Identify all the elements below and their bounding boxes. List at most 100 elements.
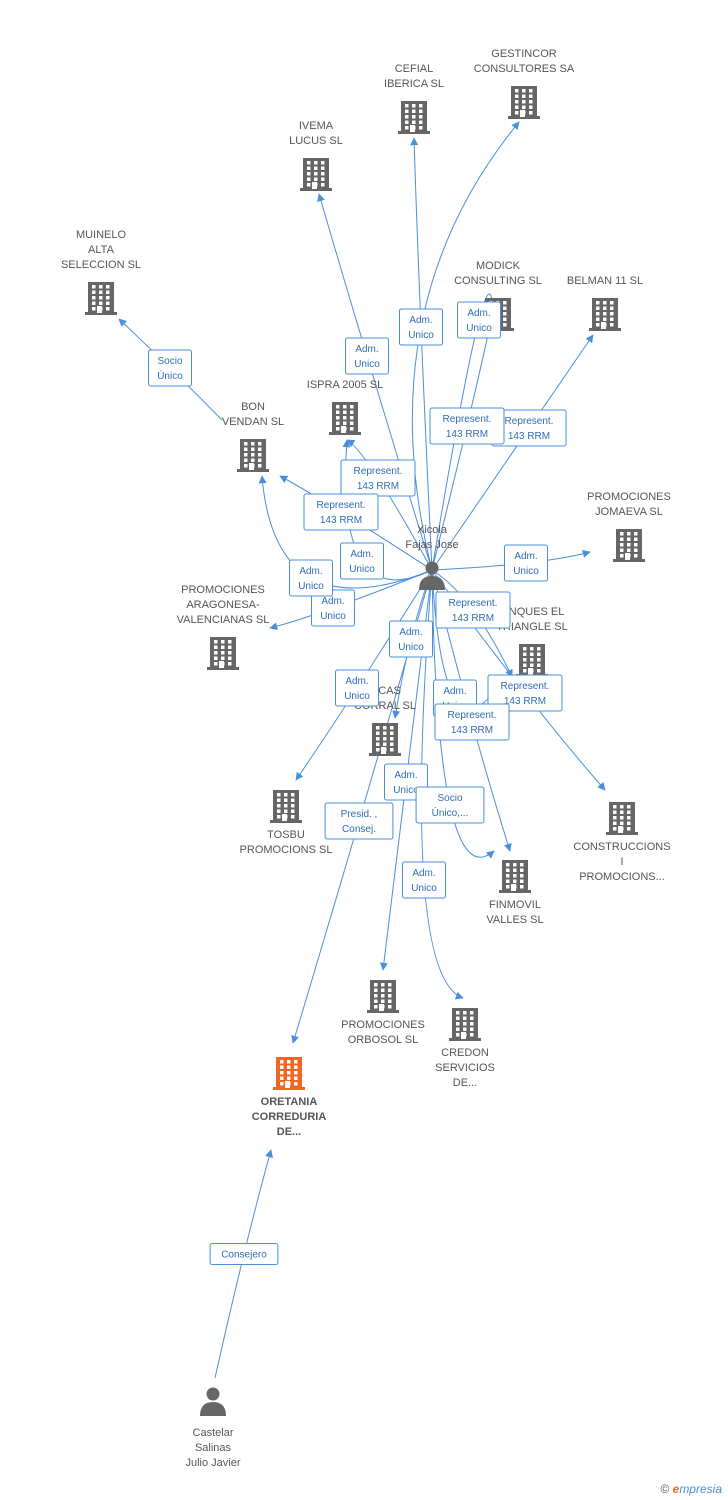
edge-label-text: Adm.: [412, 868, 435, 879]
edge-label-text: Adm.: [350, 549, 373, 560]
edge-label-text: 143 RRM: [451, 725, 493, 736]
edge-label-text: Adm.: [409, 315, 432, 326]
node-label: CEFIAL: [395, 63, 434, 75]
edge-label-text: 143 RRM: [452, 613, 494, 624]
building-icon: [508, 86, 540, 119]
edge-label-xicola-jomaeva[interactable]: Adm. Unico: [504, 544, 548, 582]
edge-label-text: Adm.: [345, 676, 368, 687]
building-icon: [329, 402, 361, 435]
edge-label-text: Unico: [344, 691, 370, 702]
node-label: PROMOCIONS...: [579, 871, 665, 883]
node-tosbu[interactable]: TOSBU PROMOCIONS SL: [240, 790, 333, 856]
building-icon: [207, 637, 239, 670]
building-icon: [270, 790, 302, 823]
edge-label-text: Represent.: [448, 710, 497, 721]
edge-label-xicola-triangle[interactable]: Represent.143 RRM: [435, 591, 511, 629]
edge-label-text: Adm.: [443, 686, 466, 697]
edge-label-text: Represent.: [501, 681, 550, 692]
building-icon: [589, 298, 621, 331]
node-label: IVEMA: [299, 120, 334, 132]
edge-label-text: Socio: [157, 356, 182, 367]
edge-label-text: 143 RRM: [446, 429, 488, 440]
brand-name: mpresia: [679, 1482, 722, 1496]
node-label: SELECCION SL: [61, 259, 141, 271]
node-label: TRIANGLE SL: [496, 621, 568, 633]
node-label: Xicola: [417, 524, 448, 536]
person-icon: [200, 1387, 226, 1416]
building-icon: [398, 101, 430, 134]
node-credon[interactable]: CREDONSERVICIOSDE...: [435, 1008, 495, 1089]
edge-label-xicola-construccions[interactable]: Represent.143 RRM: [487, 674, 563, 712]
edge-label-xicola-credon[interactable]: Adm. Unico: [402, 861, 446, 899]
edge-label-text: Único: [157, 369, 183, 382]
edge-label-text: Represent.: [443, 414, 492, 425]
node-oretania[interactable]: ORETANIACORREDURIADE...: [252, 1057, 327, 1138]
edge-label-xicola-finmovil[interactable]: SocioÚnico,...: [415, 786, 485, 824]
edge-label-xicola-modick[interactable]: Represent. 143 RRM: [429, 407, 505, 445]
node-label: I: [620, 856, 623, 868]
edge-label-xicola-bonvendan[interactable]: Represent.143 RRM: [303, 493, 379, 531]
building-icon: [449, 1008, 481, 1041]
edge-label-xicola-ivema[interactable]: Adm.Unico: [345, 337, 389, 375]
edge-label-xicola-aragonesa[interactable]: Adm.Unico: [311, 589, 355, 627]
node-label: GESTINCOR: [491, 48, 556, 60]
edge-label-xicola-oretania[interactable]: Presid. , Consej.: [324, 802, 394, 840]
edge-label-text: Consej.: [342, 824, 376, 835]
edge-label-xicola-tosbu[interactable]: Adm. Unico: [335, 669, 379, 707]
node-label: CREDON: [441, 1047, 489, 1059]
node-label: TOSBU: [267, 829, 305, 841]
edge-label-text: Unico: [354, 359, 380, 370]
building-icon: [273, 1057, 305, 1090]
edge-label-text: Socio: [437, 793, 462, 804]
building-icon: [606, 802, 638, 835]
node-label: ALTA: [88, 244, 115, 256]
edge-label-text: Consejero: [221, 1250, 267, 1261]
building-icon: [516, 644, 548, 677]
node-label: DE...: [453, 1077, 477, 1089]
edge-label-xicola-cefial[interactable]: Adm.Unico: [399, 308, 443, 346]
edge-label-text: Unico: [513, 566, 539, 577]
brand-footer[interactable]: © empresia: [660, 1482, 722, 1496]
edge-label-xicola-ispra[interactable]: Represent.143 RRM: [340, 459, 416, 497]
edges-layer: [118, 121, 606, 1379]
edge-label-text: Represent.: [317, 500, 366, 511]
node-gestincor[interactable]: GESTINCOR CONSULTORES SA: [474, 48, 575, 119]
node-construccions[interactable]: CONSTRUCCIONSIPROMOCIONS...: [573, 802, 671, 883]
edge-label-text: 143 RRM: [508, 431, 550, 442]
node-label: ARAGONESA-: [186, 599, 260, 611]
edge-label-xicola-corral[interactable]: Adm.Unico: [389, 620, 433, 658]
edge-label-text: Represent.: [354, 466, 403, 477]
node-label: PROMOCIONS SL: [240, 844, 333, 856]
node-label: CORREDURIA: [252, 1111, 327, 1123]
edge-label-xicola-ispra[interactable]: Adm.Unico: [340, 542, 384, 580]
node-ispra[interactable]: ISPRA 2005 SL: [307, 379, 383, 435]
edge-label-xicola-modick[interactable]: Adm.Unico: [457, 301, 501, 339]
edge-label-text: Unico: [411, 883, 437, 894]
node-label: PROMOCIONES: [587, 491, 671, 503]
node-label: CONSULTORES SA: [474, 63, 575, 75]
edge-label-text: Adm.: [394, 770, 417, 781]
edge-label-xicola-finmovil[interactable]: Represent. 143 RRM: [434, 703, 510, 741]
edge-label-xicola-bonvendan[interactable]: Adm.Unico: [289, 559, 333, 597]
edge-label-text: Unico: [320, 611, 346, 622]
node-label: ...NQUES EL: [500, 606, 565, 618]
node-label: Fajas Jose: [405, 539, 458, 551]
edge-label-castelar-oretania[interactable]: Consejero: [209, 1243, 279, 1265]
node-belman[interactable]: BELMAN 11 SL: [567, 275, 643, 331]
edge-label-text: Adm.: [467, 308, 490, 319]
building-icon: [367, 980, 399, 1013]
edge-label-text: Presid. ,: [341, 809, 378, 820]
edge-label-text: Adm.: [514, 551, 537, 562]
